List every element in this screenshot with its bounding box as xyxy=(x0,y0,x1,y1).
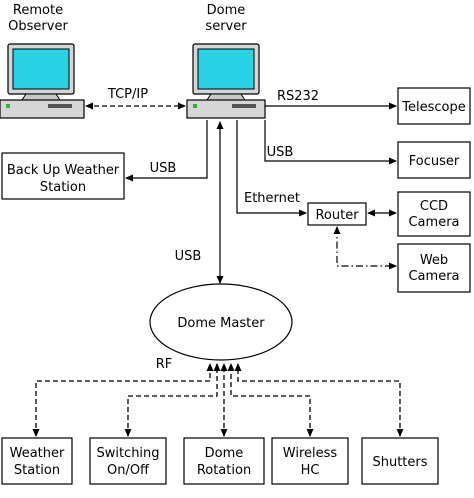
shutters-box xyxy=(361,437,439,485)
ccd-camera-label-2: Camera xyxy=(408,215,459,230)
usb-dome-label: USB xyxy=(175,249,202,264)
weather-station-label-1: Weather xyxy=(10,446,65,461)
tcpip-label: TCP/IP xyxy=(107,87,148,102)
ccd-camera-box xyxy=(397,191,471,237)
telescope-label: Telescope xyxy=(401,100,465,115)
rf-link-weather-station xyxy=(32,363,214,437)
telescope-box xyxy=(397,87,471,125)
dome-master-ellipse xyxy=(149,283,293,361)
focuser-label: Focuser xyxy=(409,154,460,169)
switching-box xyxy=(89,437,167,485)
router-webcam-link xyxy=(333,226,397,270)
usb-focuser-label: USB xyxy=(267,145,294,160)
server-monitor-screen xyxy=(197,48,255,90)
ccd-camera-label-1: CCD xyxy=(420,199,448,214)
backup-weather-label-2: Station xyxy=(40,180,86,195)
dome-rotation-box xyxy=(183,437,265,485)
weather-station-box xyxy=(1,437,73,485)
backup-weather-label-1: Back Up Weather xyxy=(7,163,120,178)
router-box xyxy=(307,202,367,226)
focuser-box xyxy=(397,141,471,179)
remote-observer-computer-icon xyxy=(0,43,85,119)
wireless-hc-box xyxy=(271,437,349,485)
weather-station-label-2: Station xyxy=(14,463,60,478)
rf-link-switching xyxy=(124,363,221,437)
rf-label: RF xyxy=(156,357,173,372)
backup-weather-station-box xyxy=(1,152,125,200)
rf-link-shutters xyxy=(234,363,404,437)
rf-link-wireless-hc xyxy=(227,363,314,437)
web-camera-label-2: Camera xyxy=(408,269,459,284)
dome-rotation-label-1: Dome xyxy=(205,446,244,461)
wireless-hc-label-2: HC xyxy=(301,463,320,478)
dome-server-label-2: server xyxy=(205,19,247,34)
server-power-led xyxy=(193,104,197,108)
usb-focuser-link xyxy=(264,120,397,165)
dome-server-label-1: Dome xyxy=(207,3,246,18)
dome-rotation-label-2: Rotation xyxy=(197,463,251,478)
switching-label-1: Switching xyxy=(96,446,159,461)
usb-weather-label: USB xyxy=(150,161,177,176)
router-label: Router xyxy=(315,208,359,223)
dome-server-computer-icon xyxy=(186,43,266,119)
shutters-label: Shutters xyxy=(372,455,427,470)
web-camera-box xyxy=(397,243,471,293)
wireless-hc-label-1: Wireless xyxy=(283,446,338,461)
remote-monitor-screen xyxy=(12,48,70,90)
rs232-label: RS232 xyxy=(277,89,319,104)
web-camera-label-1: Web xyxy=(420,253,448,268)
dome-master-label: Dome Master xyxy=(177,316,265,331)
ethernet-label: Ethernet xyxy=(244,191,300,206)
switching-label-2: On/Off xyxy=(107,463,150,478)
remote-observer-label-2: Observer xyxy=(8,19,68,34)
remote-power-led xyxy=(6,104,10,108)
ethernet-link xyxy=(236,120,307,217)
remote-observer-label-1: Remote xyxy=(13,3,63,18)
usb-weather-link xyxy=(125,120,208,182)
